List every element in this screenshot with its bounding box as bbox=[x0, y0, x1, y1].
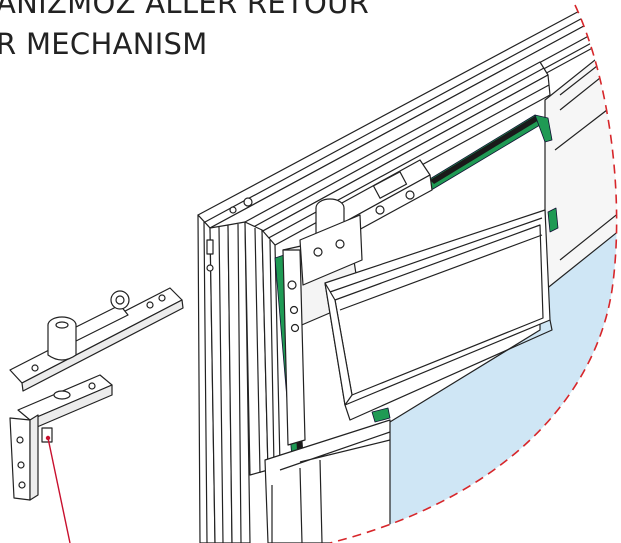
pivot-arm-mechanism bbox=[299, 159, 433, 286]
door-profile-detail bbox=[197, 7, 617, 543]
leader-line bbox=[47, 437, 71, 543]
leader-dot bbox=[45, 435, 51, 441]
caption-line-2: R MECHANISM bbox=[0, 27, 208, 61]
pivot-hinge-mechanism-icon bbox=[9, 287, 184, 501]
detail-circle bbox=[329, 4, 618, 543]
caption-line-1: ANİZMOZ ALLER RETOUR bbox=[0, 0, 370, 20]
